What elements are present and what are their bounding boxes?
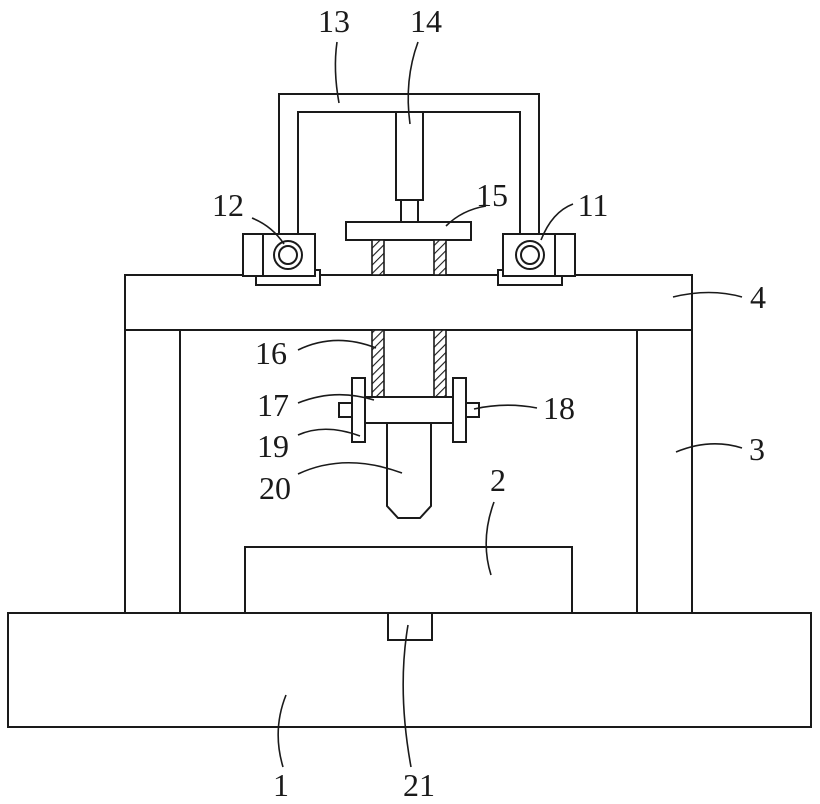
label-1: 1 <box>273 767 289 803</box>
left-knob <box>339 403 352 417</box>
label-11: 11 <box>578 187 609 223</box>
left-screw-upper <box>372 240 384 275</box>
right-clamp <box>453 378 466 442</box>
label-16: 16 <box>255 335 287 371</box>
cylinder <box>396 112 423 200</box>
left-leg <box>125 330 180 613</box>
label-15: 15 <box>476 177 508 213</box>
label-3: 3 <box>749 431 765 467</box>
label-17: 17 <box>257 387 289 423</box>
right-screw-upper <box>434 240 446 275</box>
press-plate <box>346 222 471 240</box>
left-clamp <box>352 378 365 442</box>
label-12: 12 <box>212 187 244 223</box>
clamp-bar <box>364 397 454 423</box>
cylinder-rod <box>401 200 418 222</box>
label-4: 4 <box>750 279 766 315</box>
left-screw-lower <box>372 330 384 397</box>
work-table <box>245 547 572 613</box>
label-14: 14 <box>410 3 442 39</box>
label-21: 21 <box>403 767 435 803</box>
label-18: 18 <box>543 390 575 426</box>
label-19: 19 <box>257 428 289 464</box>
right-leg <box>637 330 692 613</box>
label-2: 2 <box>490 462 506 498</box>
base-block <box>388 613 432 640</box>
top-beam <box>125 275 692 330</box>
label-13: 13 <box>318 3 350 39</box>
right-screw-lower <box>434 330 446 397</box>
right-knob <box>466 403 479 417</box>
label-20: 20 <box>259 470 291 506</box>
